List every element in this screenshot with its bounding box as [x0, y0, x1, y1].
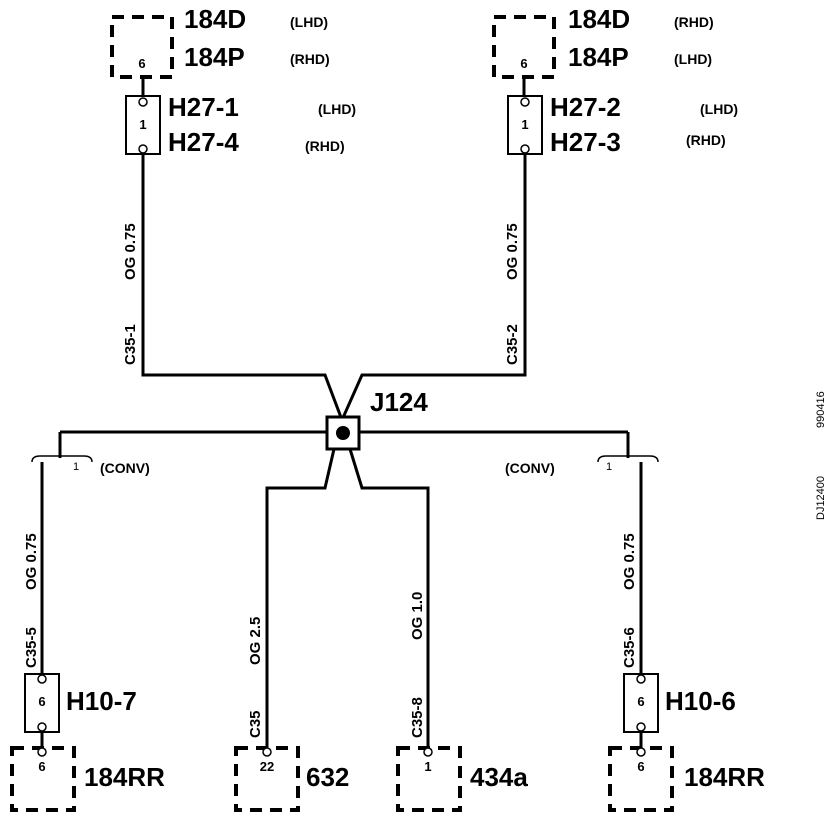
- connector-h10-6[interactable]: 6 H10-6: [623, 673, 736, 733]
- connector-name: H27-1: [168, 92, 239, 122]
- connector-name: H27-2: [550, 92, 621, 122]
- connector-name: 184P: [568, 42, 629, 72]
- connector-pin: 6: [520, 56, 527, 71]
- connector-pin: 1: [521, 117, 528, 132]
- connector-h10-7[interactable]: 6 H10-7: [24, 673, 137, 733]
- option-tick: 1: [606, 461, 612, 473]
- connector-pin: 1: [139, 117, 146, 132]
- connector-pin: 6: [38, 759, 45, 774]
- splice-name: J124: [370, 387, 428, 417]
- wire-circuit-label: C35-2: [504, 324, 521, 365]
- connector-name: H10-7: [66, 686, 137, 716]
- connector-pin: 6: [138, 56, 145, 71]
- connector-name: 632: [306, 762, 349, 792]
- connector-name: H27-4: [168, 127, 239, 157]
- connector-note: (RHD): [305, 138, 345, 154]
- connector-184d-left[interactable]: 6 184D (LHD) 184P (RHD): [110, 4, 330, 79]
- wire-circuit-label: C35-5: [23, 627, 40, 668]
- splice-j124[interactable]: J124: [58, 387, 630, 458]
- connector-note: (LHD): [318, 101, 356, 117]
- figure-code: DJ12400: [815, 476, 827, 520]
- wire-circuit-label: C35-8: [409, 697, 426, 738]
- figure-date: 990416: [815, 391, 827, 428]
- connector-pin: 22: [260, 759, 274, 774]
- connector-name: 184P: [184, 42, 245, 72]
- connector-name: 434a: [470, 762, 528, 792]
- connector-name: H27-3: [550, 127, 621, 157]
- option-tick: 1: [73, 461, 79, 473]
- connector-184rr-right[interactable]: 6 184RR: [608, 746, 765, 812]
- wire-color-label: OG 0.75: [122, 223, 139, 280]
- connector-note: (LHD): [674, 51, 712, 67]
- connector-184d-right[interactable]: 6 184D (RHD) 184P (LHD): [492, 4, 714, 79]
- connector-h27-right[interactable]: 1 H27-2 (LHD) H27-3 (RHD): [507, 92, 738, 157]
- connector-name: 184D: [184, 4, 246, 34]
- wire-color-label: OG 2.5: [247, 617, 264, 665]
- connector-note: (RHD): [674, 14, 714, 30]
- wire-circuit-label: C35-1: [122, 324, 139, 365]
- wire-color-label: OG 1.0: [409, 592, 426, 640]
- connector-pin: 6: [637, 694, 644, 709]
- connector-pin: 1: [424, 759, 431, 774]
- option-label: (CONV): [100, 460, 150, 476]
- connector-name: H10-6: [665, 686, 736, 716]
- wire-circuit-label: C35: [247, 710, 264, 738]
- connector-name: 184D: [568, 4, 630, 34]
- connector-note: (RHD): [686, 132, 726, 148]
- connector-pin: 6: [637, 759, 644, 774]
- wire-color-label: OG 0.75: [23, 533, 40, 590]
- wire-color-label: OG 0.75: [621, 533, 638, 590]
- connector-h27-left[interactable]: 1 H27-1 (LHD) H27-4 (RHD): [125, 92, 356, 157]
- connector-note: (LHD): [700, 101, 738, 117]
- connector-632[interactable]: 22 632: [234, 746, 349, 812]
- wire-c35-2[interactable]: [340, 154, 527, 421]
- connector-184rr-left[interactable]: 6 184RR: [10, 746, 165, 812]
- connector-name: 184RR: [84, 762, 165, 792]
- option-conv-left: 1 (CONV): [31, 455, 150, 476]
- connector-note: (LHD): [290, 14, 328, 30]
- wire-c35-8[interactable]: [348, 448, 430, 752]
- connector-note: (RHD): [290, 51, 330, 67]
- wire-c35[interactable]: [265, 448, 336, 752]
- connector-pin: 6: [38, 694, 45, 709]
- option-conv-right: 1 (CONV): [505, 455, 659, 476]
- wire-circuit-label: C35-6: [621, 627, 638, 668]
- wire-color-label: OG 0.75: [504, 223, 521, 280]
- wire-c35-1[interactable]: [141, 154, 344, 421]
- connector-434a[interactable]: 1 434a: [396, 746, 528, 812]
- connector-name: 184RR: [684, 762, 765, 792]
- option-label: (CONV): [505, 460, 555, 476]
